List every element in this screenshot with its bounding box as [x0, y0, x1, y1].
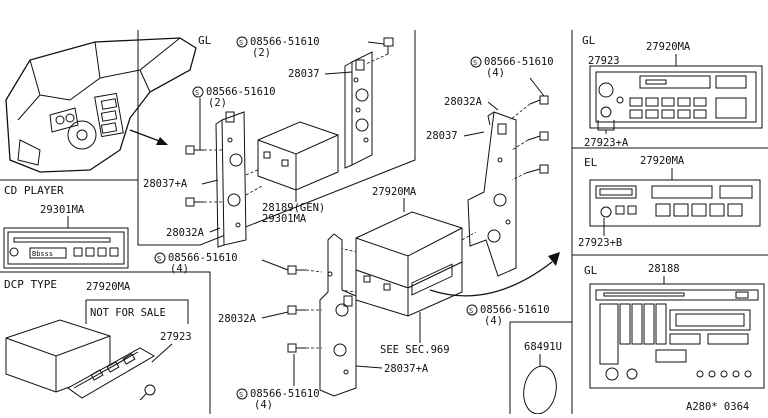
part-number-label: 28032A — [166, 227, 205, 239]
cassette-player-front-panel — [589, 283, 765, 389]
standard-part-icon — [466, 304, 478, 316]
radio-el-front-panel — [589, 179, 761, 227]
screw-icon — [185, 145, 204, 155]
bracket-28037a-bottom — [319, 233, 357, 397]
part-number-label: 27923 — [588, 55, 620, 67]
variant-label-el: EL — [584, 156, 598, 169]
part-number-label: 28037 — [288, 68, 320, 80]
part-number-label: 27920MA — [646, 41, 691, 53]
svg-text:S: S — [195, 89, 199, 97]
drawing-code: A280* 0364 — [686, 401, 749, 413]
part-number-label: 28037+A — [384, 363, 429, 375]
callout-bolt-bottom: S 08566-51610 (4) — [236, 354, 320, 411]
part-number-label: 68491U — [524, 341, 562, 353]
not-for-sale-note: NOT FOR SALE — [90, 307, 166, 319]
part-number-label: 29301MA — [40, 204, 85, 216]
quantity-label: (4) — [486, 67, 505, 79]
screw-icon — [287, 265, 306, 275]
part-number-label: 08566-51610 — [250, 36, 320, 48]
part-number-label: 27920MA — [372, 186, 417, 198]
part-number-label: 28188 — [648, 263, 680, 275]
quantity-label: (2) — [208, 97, 227, 109]
part-number-label: 27923 — [160, 331, 192, 343]
svg-text:S: S — [239, 39, 243, 47]
variant-label-gl: GL — [198, 34, 212, 47]
part-number-label: 28032A — [218, 313, 257, 325]
part-number-label: 27923+B — [578, 237, 622, 249]
bracket-28037a-left — [215, 111, 247, 248]
bracket-28037-right — [467, 111, 517, 277]
part-number-label: 08566-51610 — [250, 388, 320, 400]
grommet-68491u — [523, 365, 557, 415]
dcp-unit — [5, 319, 111, 393]
variant-label-gl: GL — [584, 264, 598, 277]
part-number-label: 27920MA — [86, 281, 131, 293]
callout-bolt-bottom-right: S 08566-51610 (4) — [466, 304, 550, 327]
standard-part-icon — [236, 36, 248, 48]
cd-display-text: Bbsss — [32, 250, 53, 258]
part-number-label: 08566-51610 — [484, 56, 554, 68]
screw-icon — [527, 131, 549, 141]
screw-icon — [287, 305, 306, 315]
standard-part-icon — [192, 86, 204, 98]
reference-label: SEE SEC.969 — [380, 344, 450, 356]
callout-bolt-top-center: S 08566-51610 (2) — [236, 36, 385, 59]
quantity-label: (4) — [254, 399, 273, 411]
cd-player-unit — [257, 121, 339, 191]
svg-text:S: S — [469, 307, 473, 315]
part-number-label: 28032A — [444, 96, 483, 108]
screw-icon — [383, 37, 394, 54]
callout-bolt-mid-left: S 08566-51610 (4) — [154, 252, 289, 275]
quantity-label: (4) — [170, 263, 189, 275]
callout-bolt-right-top: S 08566-51610 (4) — [470, 56, 554, 97]
bracket-28037-top — [344, 51, 373, 169]
dcp-faceplate — [67, 347, 155, 399]
svg-text:S: S — [239, 391, 243, 399]
radio-gl-front-panel — [589, 65, 763, 129]
standard-part-icon — [470, 56, 482, 68]
part-number-label: 08566-51610 — [206, 86, 276, 98]
standard-part-icon — [154, 252, 166, 264]
screw-icon — [139, 384, 156, 401]
section-title-dcp-type: DCP TYPE — [4, 278, 57, 291]
quantity-label: (2) — [252, 47, 271, 59]
screw-icon — [525, 164, 549, 174]
radio-unit-stack — [355, 211, 463, 317]
quantity-label: (4) — [484, 315, 503, 327]
screw-icon — [185, 197, 204, 207]
part-number-label: 27920MA — [640, 155, 685, 167]
svg-text:S: S — [157, 255, 161, 263]
variant-label-gl: GL — [582, 34, 596, 47]
part-number-label: 28037 — [426, 130, 458, 142]
part-number-label: 29301MA — [262, 213, 307, 225]
section-title-cd-player: CD PLAYER — [4, 184, 64, 197]
part-number-label: 28189(GEN) — [262, 202, 325, 214]
dashboard-illustration — [5, 37, 197, 173]
standard-part-icon — [236, 388, 248, 400]
screw-icon — [529, 95, 549, 105]
svg-text:S: S — [473, 59, 477, 67]
part-number-label: 28037+A — [143, 178, 188, 190]
callout-bolt-left: S 08566-51610 (2) — [192, 86, 276, 150]
part-number-label: 08566-51610 — [480, 304, 550, 316]
part-number-label: 27923+A — [584, 137, 629, 149]
part-number-label: 08566-51610 — [168, 252, 238, 264]
screw-icon — [287, 343, 306, 353]
cd-player-front-panel: Bbsss — [3, 227, 129, 269]
panel-borders — [0, 30, 768, 414]
